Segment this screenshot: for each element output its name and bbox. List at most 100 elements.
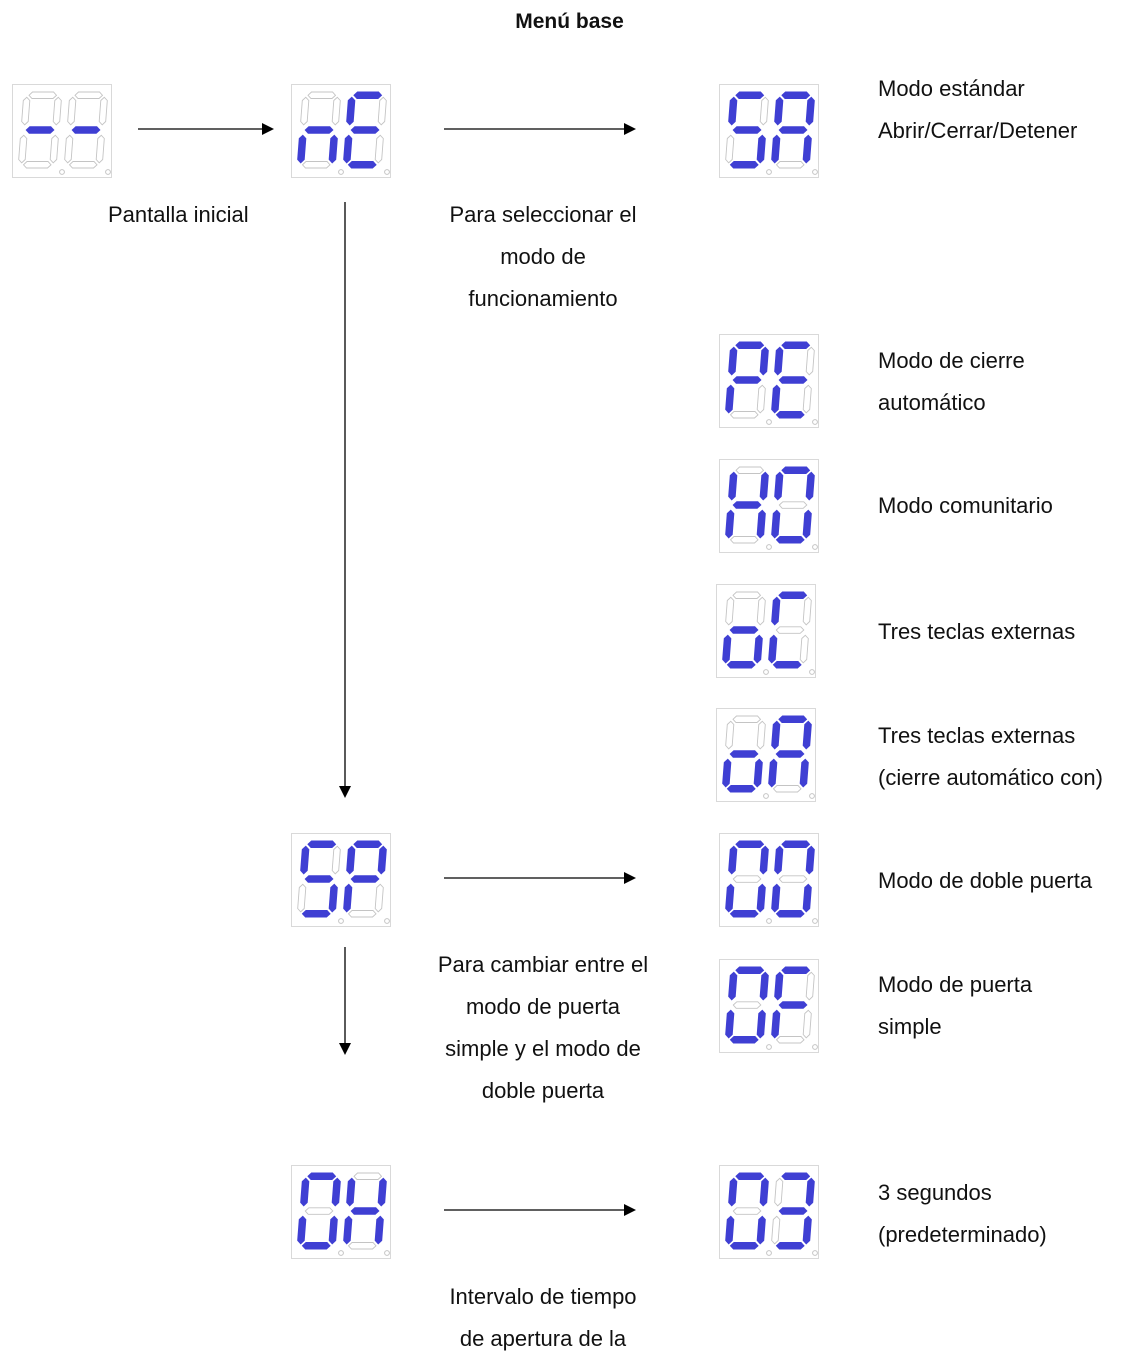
- segment-a-on: [735, 966, 765, 974]
- segment-g-on: [729, 750, 759, 758]
- segment-g-on: [304, 126, 334, 134]
- segment-a-off: [735, 466, 765, 474]
- segment-a-on: [735, 341, 765, 349]
- segment-f-off: [300, 96, 310, 126]
- segment-b-on: [331, 1177, 341, 1207]
- segment-e-off: [725, 134, 735, 164]
- segment-f-on: [300, 1177, 310, 1207]
- segment-c-on: [756, 883, 766, 913]
- segment-b-on: [805, 845, 815, 875]
- segment-e-on: [343, 883, 353, 913]
- decimal-point: [338, 918, 344, 924]
- seven-segment-display: [719, 459, 819, 553]
- decimal-point: [105, 169, 111, 175]
- segment-e-on: [725, 1009, 735, 1039]
- segment-d-on: [729, 910, 759, 918]
- segment-f-on: [728, 346, 738, 376]
- label-oo-desc: Modo de doble puerta: [878, 868, 1093, 893]
- segment-e-on: [771, 883, 781, 913]
- segment-b-off: [331, 96, 341, 126]
- segment-e-on: [771, 1009, 781, 1039]
- decimal-point: [766, 419, 772, 425]
- segment-a-on: [778, 715, 808, 723]
- decimal-point: [766, 544, 772, 550]
- segment-b-on: [759, 1177, 769, 1207]
- seven-segment-display: [719, 1165, 819, 1259]
- segment-c-on: [328, 134, 338, 164]
- decimal-point: [766, 918, 772, 924]
- segment-d-off: [729, 411, 759, 419]
- segment-e-off: [771, 1215, 781, 1245]
- segment-c-off: [799, 634, 809, 664]
- segment-f-on: [728, 845, 738, 875]
- segment-f-off: [67, 96, 77, 126]
- segment-f-on: [728, 96, 738, 126]
- segment-g-on: [732, 126, 762, 134]
- segment-a-on: [781, 966, 811, 974]
- segment-c-on: [799, 758, 809, 788]
- display-ne: [291, 84, 391, 178]
- segment-b-off: [759, 96, 769, 126]
- decimal-point: [59, 169, 65, 175]
- decimal-point: [338, 1250, 344, 1256]
- segment-e-on: [297, 1215, 307, 1245]
- segment-d-on: [772, 661, 802, 669]
- decimal-point: [763, 669, 769, 675]
- segment-b-on: [759, 845, 769, 875]
- segment-f-on: [771, 596, 781, 626]
- seven-segment-display: [719, 334, 819, 428]
- label-ho-desc: Modo comunitario: [878, 493, 1053, 518]
- segment-b-on: [377, 845, 387, 875]
- segment-b-on: [759, 971, 769, 1001]
- segment-g-on: [25, 126, 55, 134]
- segment-f-on: [346, 96, 356, 126]
- decimal-point: [812, 918, 818, 924]
- segment-c-on: [756, 1215, 766, 1245]
- segment-f-off: [774, 1177, 784, 1207]
- segment-e-on: [771, 384, 781, 414]
- segment-g-off: [775, 626, 805, 634]
- label-oh-desc: Intervalo de tiempo de apertura de la: [449, 1284, 637, 1351]
- segment-g-on: [778, 376, 808, 384]
- segment-f-on: [774, 971, 784, 1001]
- segment-e-on: [725, 883, 735, 913]
- segment-a-on: [307, 1172, 337, 1180]
- segment-e-on: [725, 509, 735, 539]
- display-pe: [719, 334, 819, 428]
- segment-f-on: [774, 845, 784, 875]
- segment-d-off: [775, 1036, 805, 1044]
- segment-g-on: [350, 875, 380, 883]
- decimal-point: [766, 1044, 772, 1050]
- segment-a-off: [307, 91, 337, 99]
- segment-d-on: [729, 161, 759, 169]
- segment-f-off: [725, 720, 735, 750]
- segment-b-on: [759, 471, 769, 501]
- decimal-point: [809, 793, 815, 799]
- segment-c-on: [753, 634, 763, 664]
- segment-c-off: [49, 134, 59, 164]
- segment-d-on: [729, 1242, 759, 1250]
- segment-e-on: [768, 634, 778, 664]
- display-sp: [291, 833, 391, 927]
- segment-e-on: [343, 134, 353, 164]
- segment-f-on: [346, 1177, 356, 1207]
- segment-d-off: [301, 161, 331, 169]
- display-oc: [716, 584, 816, 678]
- segment-b-off: [802, 596, 812, 626]
- segment-d-off: [22, 161, 52, 169]
- segment-g-on: [732, 501, 762, 509]
- segment-f-on: [300, 845, 310, 875]
- segment-e-on: [297, 134, 307, 164]
- segment-d-off: [772, 785, 802, 793]
- decimal-point: [812, 1250, 818, 1256]
- segment-d-off: [347, 1242, 377, 1250]
- segment-a-on: [778, 591, 808, 599]
- segment-c-on: [802, 1215, 812, 1245]
- segment-a-on: [781, 341, 811, 349]
- decimal-point: [766, 1250, 772, 1256]
- segment-f-on: [346, 845, 356, 875]
- decimal-point: [338, 169, 344, 175]
- segment-g-off: [732, 1207, 762, 1215]
- seven-segment-display: [12, 84, 112, 178]
- segment-a-on: [781, 91, 811, 99]
